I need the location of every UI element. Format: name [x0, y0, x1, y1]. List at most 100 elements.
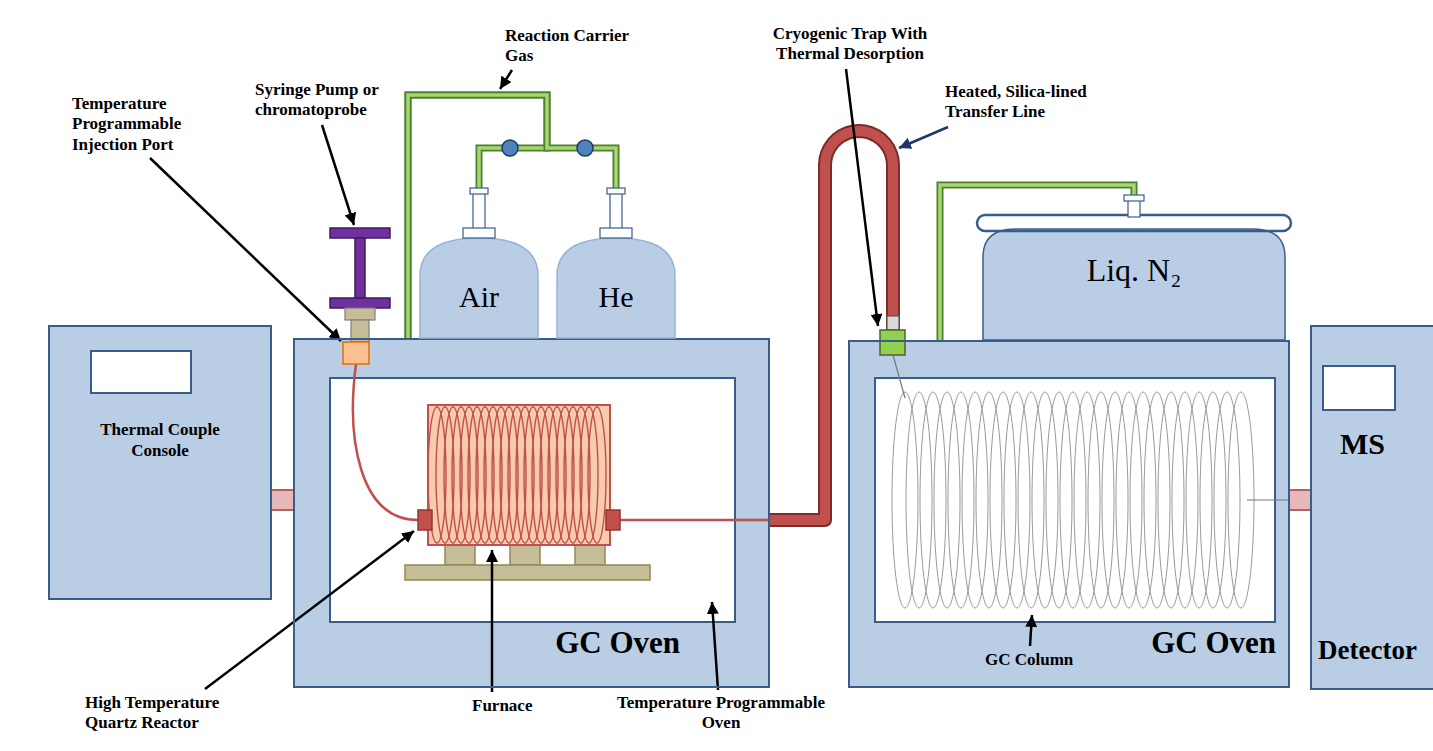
cable-connector-outline [272, 489, 293, 511]
leader-arrow [846, 69, 878, 326]
gc-column-coil [1214, 392, 1240, 608]
gc-column-coil [1116, 392, 1142, 608]
gc-column-coil [1200, 392, 1226, 608]
leader-arrow [1030, 615, 1032, 646]
gc-column-coil [1060, 392, 1086, 608]
furnace-stand [445, 545, 475, 565]
gc-column-coil [1046, 392, 1072, 608]
gc-column-coil [990, 392, 1016, 608]
label-box: Cryogenic Trap With Thermal Desorption [760, 24, 940, 65]
cylinder-neck [610, 192, 622, 230]
cylinder-body [557, 238, 675, 338]
gas-cylinder-text: He [599, 280, 634, 313]
part-label: Syringe Pump or chromatoprobe [255, 80, 387, 121]
display-screen [90, 350, 192, 394]
gc-column-coil [1186, 392, 1212, 608]
label-box: Furnace [472, 696, 532, 716]
gc-oven-box-text: GC Oven [1151, 627, 1276, 660]
liquid-nitrogen-dewar-text: Liq. N₂ [1087, 253, 1182, 288]
gc-column-coil [1144, 392, 1170, 608]
leader-arrow [150, 158, 341, 341]
detector-box-text: MS [1340, 427, 1385, 460]
detector-box-text: Detector [1318, 636, 1417, 666]
label-box: Temperature Programmable Injection Port [72, 94, 197, 155]
gas-line-core [408, 95, 547, 338]
reactor-tube [353, 364, 418, 520]
gc-column-coil [948, 392, 974, 608]
dewar-cap [1124, 195, 1144, 201]
console-box: Thermal Couple Console [48, 325, 272, 600]
gc-column-coil [1074, 392, 1100, 608]
gas-valve [502, 140, 518, 156]
oven-chamber [330, 378, 735, 622]
gc-column-coil [906, 392, 932, 608]
console-box-text: Thermal Couple Console [85, 419, 235, 462]
furnace-stand [405, 565, 650, 580]
oven-body [848, 340, 1290, 688]
oven-chamber [875, 378, 1275, 622]
furnace-coil [588, 407, 606, 543]
gc-column-coil [920, 392, 946, 608]
liquid-nitrogen-dewar: Liq. N₂ [975, 195, 1293, 340]
part-label: Temperature Programmable Injection Port [72, 94, 197, 155]
trap-neck [887, 316, 899, 330]
leader-arrow [150, 69, 1032, 692]
injection-port [343, 342, 369, 364]
gc-column-coil [1172, 392, 1198, 608]
oven-body [293, 338, 770, 688]
gc-column-coil [1004, 392, 1030, 608]
furnace-coil [580, 407, 598, 543]
cylinder-neck [473, 192, 485, 230]
cylinder-flange [463, 228, 495, 238]
gc-column-coil [892, 392, 918, 608]
cylinder-cap [607, 188, 625, 194]
transfer-line [770, 131, 893, 520]
cylinder-body [420, 238, 538, 338]
leader-arrow [899, 127, 948, 148]
label-box: High Temperature Quartz Reactor [85, 693, 257, 734]
furnace-stand [405, 545, 650, 580]
leader-arrow [500, 70, 512, 89]
quartz-reactor-end [606, 510, 620, 530]
gc-column-coil [1088, 392, 1114, 608]
cylinder-flange [600, 228, 632, 238]
column-inlet [893, 355, 905, 398]
leader-arrow [322, 125, 354, 225]
gc-column-coil [934, 392, 960, 608]
furnace-body [428, 405, 610, 545]
display-screen [1322, 365, 1396, 411]
gc-column-coil [976, 392, 1002, 608]
cable-connector [272, 500, 293, 501]
gc-oven-box: GC Oven [848, 340, 1290, 688]
leader-arrow [712, 602, 718, 690]
detector-box: MS Detector [1310, 325, 1433, 690]
part-label: Temperature Programmable Oven [605, 693, 837, 734]
gas-cylinder: He [555, 188, 677, 338]
gc-column-coil [962, 392, 988, 608]
gas-cylinder: Air [418, 188, 540, 338]
dewar-body [983, 229, 1285, 340]
cable-connector-core [272, 491, 293, 509]
syringe-pump [330, 298, 390, 308]
gas-line-outline [408, 95, 547, 338]
cable-connector [1290, 500, 1310, 501]
gas-cylinder-shape [418, 188, 540, 338]
cable-connector-core [1290, 491, 1310, 509]
leader-arrow [491, 550, 494, 692]
cable-connector-outline [1290, 489, 1310, 511]
label-box: GC Column [985, 650, 1073, 670]
column-outlet [1247, 499, 1290, 500]
gas-cylinder-shape [555, 188, 677, 338]
furnace-coil [428, 407, 606, 543]
gc-oven-box: GC Oven [293, 338, 770, 688]
furnace-stand [575, 545, 605, 565]
syringe-pump [330, 228, 390, 342]
label-box: Heated, Silica-lined Transfer Line [945, 82, 1107, 123]
gas-cylinder-text: Air [459, 280, 499, 313]
transfer-line-outline [770, 131, 893, 520]
part-label: GC Column [985, 650, 1073, 670]
gc-column-coil [1018, 392, 1044, 608]
gc-column-coil [892, 392, 1254, 608]
label-box: Temperature Programmable Oven [605, 693, 837, 734]
